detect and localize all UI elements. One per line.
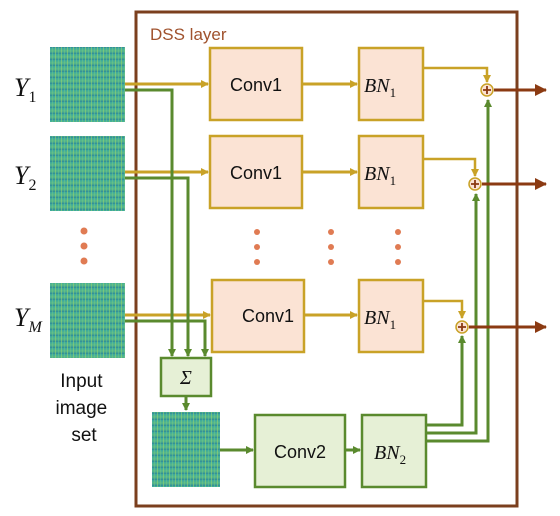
layer-title: DSS layer (150, 25, 227, 44)
ellipsis-dot (328, 259, 334, 265)
sum-block (159, 356, 213, 398)
bn2-block (360, 413, 428, 489)
input-spectrogram-1 (50, 47, 125, 122)
ellipsis-dot (395, 259, 401, 265)
bn1-block-m (357, 278, 425, 354)
bn2-label: BN2 (374, 442, 406, 467)
input-label-m: YM (14, 303, 43, 336)
adder-m (455, 320, 469, 334)
bn1-block-2 (357, 134, 425, 210)
input-spectrogram-2 (50, 136, 125, 211)
ellipsis-dot (80, 257, 88, 265)
conv2-block (253, 413, 347, 489)
ellipsis-dot (254, 259, 260, 265)
conv1-label-m: Conv1 (242, 306, 294, 326)
conv1-block-2 (208, 134, 304, 210)
ellipsis-dot (395, 244, 401, 250)
ellipsis-dot (80, 227, 88, 235)
input-label-1: Y1 (14, 73, 36, 106)
conv1-label-2: Conv1 (230, 163, 282, 183)
aggregated-spectrogram (152, 412, 220, 487)
ellipsis-dot (254, 244, 260, 250)
dss-layer-frame (134, 10, 519, 508)
adder-2 (468, 177, 482, 191)
bn1-label-2: BN1 (364, 163, 396, 188)
input-spectrogram-m (50, 283, 125, 358)
conv1-block-m (210, 278, 306, 354)
bn1-block-1 (357, 46, 425, 122)
ellipsis-dot (254, 229, 260, 235)
ellipsis-dot (395, 229, 401, 235)
input-label-2: Y2 (14, 161, 36, 194)
bn1-label-m: BN1 (364, 307, 396, 332)
conv1-block-1 (208, 46, 304, 122)
input-caption: Input image set (55, 371, 112, 446)
ellipsis-dot (80, 242, 88, 250)
ellipsis-dot (328, 244, 334, 250)
ellipsis-dot (328, 229, 334, 235)
conv1-label-1: Conv1 (230, 75, 282, 95)
adder-1 (480, 83, 494, 97)
conv2-label: Conv2 (274, 442, 326, 462)
sum-symbol: Σ (179, 367, 192, 389)
bn1-label-1: BN1 (364, 75, 396, 100)
